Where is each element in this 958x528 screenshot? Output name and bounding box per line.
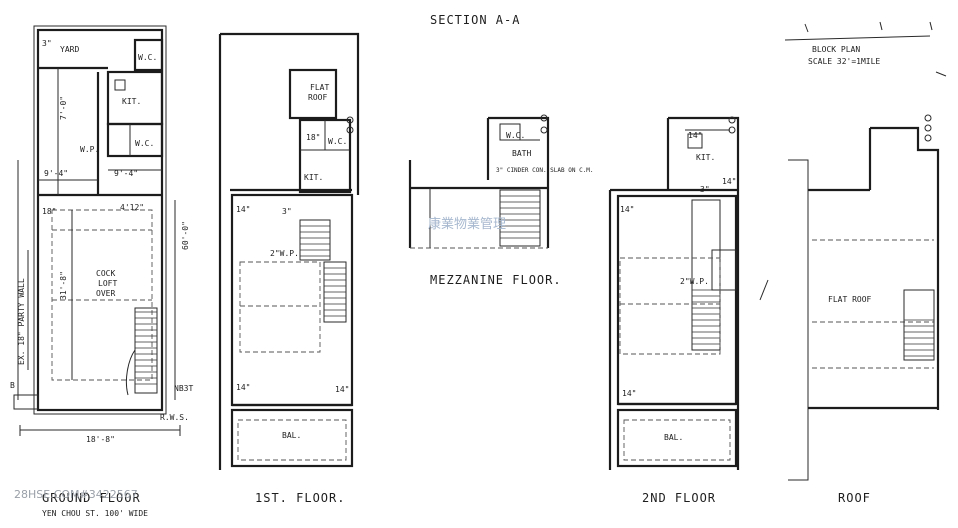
gf-cockloft-line3: OVER [96,289,115,298]
ff-dim-14in-c: 14" [335,385,349,394]
roof-title: ROOF [838,491,871,505]
sf-dim-14in-c: 14" [620,205,634,214]
roof-flat-roof-label: FLAT ROOF [828,295,872,304]
ff-dim-14in-b: 14" [236,383,250,392]
gf-dim-18-8: 18'-8" [86,435,115,444]
header-scribbles [784,21,947,77]
first-floor-title: 1ST. FLOOR. [255,491,345,505]
sf-dim-14in-a: 14" [688,131,702,140]
ff-flat-roof-line2: ROOF [308,93,327,102]
gf-kitchen-label: KIT. [122,97,141,106]
gf-cockloft-line1: COCK [96,269,115,278]
ff-wc-label: W.C. [328,137,347,146]
gf-wc-label-1: W.C. [138,53,157,62]
gf-dim-3in: 3" [42,39,52,48]
ff-dim-18in: 18" [306,133,320,142]
gf-wc-label-2: W.C. [135,139,154,148]
ff-dim-3in: 3" [282,207,292,216]
gf-cockloft-line2: LOFT [98,279,117,288]
mezzanine-floor-plan [408,114,550,249]
gf-dim-7-0: 7'-0" [59,96,68,120]
sf-dim-3in: 3" [700,185,710,194]
watermark-text: 康業物業管理 [428,216,506,232]
mz-slab-note: 3" CINDER CON. SLAB ON C.M. [496,167,594,174]
scale-label: SCALE 32'=1MILE [808,57,880,66]
sf-dim-14in-b: 14" [722,177,736,186]
second-floor-plan [608,116,740,470]
gf-dim-4-12: 4'12" [120,203,144,212]
gf-dim-60-0: 60'-0" [181,221,190,250]
gf-rws-label: R.W.S. [160,413,189,422]
gf-dim-31-8: 31'-8" [59,271,68,300]
ground-floor-title: GROUND FLOOR [42,491,141,505]
second-floor-title: 2ND FLOOR [642,491,716,505]
ff-balcony-label: BAL. [282,431,301,440]
mz-bath-label: BATH [512,149,531,158]
gf-dim-9-4-b: 9'-4" [114,169,138,178]
ff-flat-roof-line1: FLAT [310,83,329,92]
gf-yard-label: YARD [60,45,79,54]
ff-dim-14in-a: 14" [236,205,250,214]
ff-wp-label: 2"W.P. [270,249,299,258]
watermark-id: 28HSE.COM#3422567 [14,488,138,501]
roof-plan [759,114,940,481]
sf-balcony-label: BAL. [664,433,683,442]
street-label: YEN CHOU ST. 100' WIDE [42,509,148,518]
gf-wp-label: W.P. [80,145,99,154]
gf-party-wall-label: EX. 18" PARTY WALL [17,278,26,365]
gf-nb3t-label: NB3T [174,384,193,393]
first-floor-plan [218,32,360,470]
sf-kitchen-label: KIT. [696,153,715,162]
gf-dim-9-4-a: 9'-4" [44,169,68,178]
ff-kitchen-label: KIT. [304,173,323,182]
mz-wc-label: W.C. [506,131,525,140]
sf-dim-14in-d: 14" [622,389,636,398]
block-plan-label: BLOCK PLAN [812,45,860,54]
gf-dim-18in: 18" [42,207,56,216]
sf-wp-label: 2"W.P. [680,277,709,286]
gf-b-label: B [10,381,15,390]
ground-floor-plan [13,25,181,436]
section-title: SECTION A-A [430,13,520,27]
mezzanine-floor-title: MEZZANINE FLOOR. [430,273,562,287]
